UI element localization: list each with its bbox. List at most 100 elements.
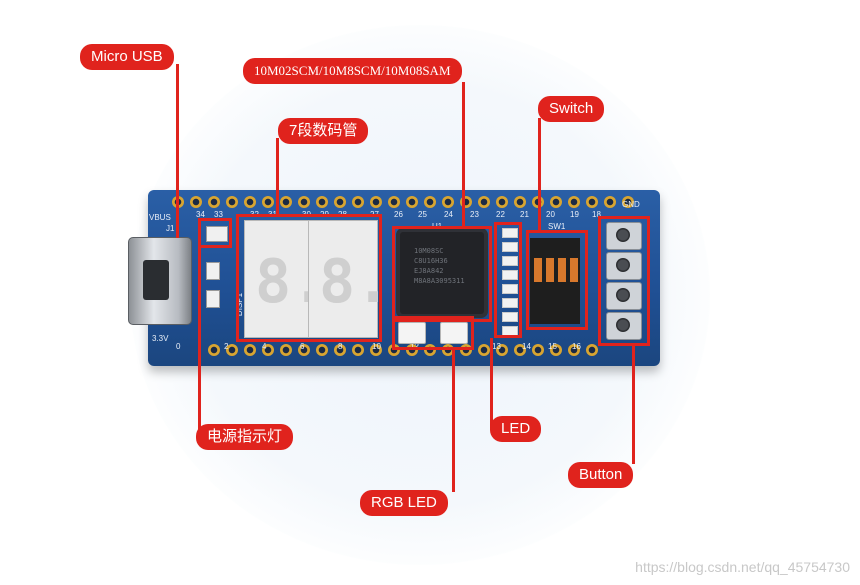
dip-lever	[534, 258, 542, 282]
rgb-led	[398, 322, 426, 344]
fpga-chip: 10M08SC C8U16H36 EJ8A842 M8A8A3095311	[400, 232, 484, 314]
pin	[550, 196, 562, 208]
pin-number: 10	[372, 342, 381, 351]
leader-line-button	[632, 346, 635, 464]
leader-line-led	[490, 338, 493, 430]
highlight-box-switch	[526, 230, 588, 330]
pin	[568, 196, 580, 208]
pin	[586, 344, 598, 356]
dip-lever	[570, 258, 578, 282]
led	[502, 228, 518, 238]
pin-number: 24	[444, 210, 453, 219]
pin	[190, 196, 202, 208]
pin	[370, 196, 382, 208]
rgb-led	[440, 322, 468, 344]
pin	[208, 196, 220, 208]
pin-number: 21	[520, 210, 529, 219]
leader-line-usb	[176, 64, 179, 238]
pin	[316, 196, 328, 208]
pin	[388, 196, 400, 208]
chip-line: EJ8A842	[414, 267, 444, 275]
pin	[532, 344, 544, 356]
pin	[370, 344, 382, 356]
pin-number: 23	[470, 210, 479, 219]
silk-sw1: SW1	[548, 222, 566, 231]
pin-number: 0	[176, 342, 181, 351]
pin-number: 6	[300, 342, 305, 351]
pin-number: 25	[418, 210, 427, 219]
led	[502, 256, 518, 266]
pin-number: 18	[592, 210, 601, 219]
label-button: Button	[568, 462, 634, 488]
usb-port-slot	[143, 260, 169, 300]
pin-number: 14	[522, 342, 531, 351]
pin-number: 2	[224, 342, 229, 351]
leader-line-fpga	[462, 82, 465, 228]
highlight-box-fpga	[392, 226, 492, 322]
pin-number: 15	[548, 342, 557, 351]
dip-lever	[546, 258, 554, 282]
highlight-box-power-led	[198, 218, 232, 248]
power-led	[206, 226, 228, 242]
push-button	[606, 222, 642, 250]
pin	[244, 196, 256, 208]
chip-markings: 10M08SC C8U16H36 EJ8A842 M8A8A3095311	[414, 246, 465, 286]
watermark: https://blog.csdn.net/qq_45754730	[635, 559, 850, 575]
leader-line-seven-segment	[276, 138, 279, 216]
pin	[550, 344, 562, 356]
pin	[478, 196, 490, 208]
chip-line: 10M08SC	[414, 247, 444, 255]
leader-line-power-led	[198, 246, 201, 434]
led	[502, 284, 518, 294]
leader-line-switch	[538, 118, 541, 232]
pin-number: 20	[546, 210, 555, 219]
pin	[208, 344, 220, 356]
pin-number: 8	[338, 342, 343, 351]
pin	[496, 344, 508, 356]
leader-line-rgb-led	[452, 350, 455, 492]
push-button	[606, 282, 642, 310]
silk-vbus: VBUS	[149, 213, 171, 222]
pin-number: 34	[196, 210, 205, 219]
push-button	[606, 312, 642, 340]
led	[502, 312, 518, 322]
silk-j1: J1	[166, 224, 175, 233]
led	[502, 298, 518, 308]
pin	[316, 344, 328, 356]
pin	[280, 196, 292, 208]
pin	[496, 196, 508, 208]
pin	[244, 344, 256, 356]
pin	[514, 196, 526, 208]
highlight-box-button	[598, 216, 650, 346]
power-led-chip	[206, 290, 220, 308]
pin	[334, 344, 346, 356]
dip-switch	[530, 238, 580, 324]
chip-line: C8U16H36	[414, 257, 448, 265]
highlight-box-seven-segment	[236, 214, 382, 342]
pin	[406, 196, 418, 208]
led	[502, 242, 518, 252]
seven-segment-digit: 8.	[244, 220, 327, 338]
pin-number: 26	[394, 210, 403, 219]
pin-number: 16	[572, 342, 581, 351]
highlight-box-led	[494, 222, 522, 338]
pin	[298, 196, 310, 208]
pin	[568, 344, 580, 356]
label-power-led: 电源指示灯	[196, 424, 294, 450]
label-fpga: 10M02SCM/10M8SCM/10M08SAM	[243, 58, 462, 84]
pin	[280, 344, 292, 356]
pin	[298, 344, 310, 356]
pin	[586, 196, 598, 208]
power-led-chip	[206, 262, 220, 280]
pin	[478, 344, 490, 356]
pin	[622, 196, 634, 208]
micro-usb-connector	[128, 237, 192, 325]
pin-number: 4	[262, 342, 267, 351]
label-micro-usb: Micro USB	[80, 44, 174, 70]
pin	[262, 344, 274, 356]
pin	[604, 196, 616, 208]
pin	[514, 344, 526, 356]
dip-lever	[558, 258, 566, 282]
chip-line: M8A8A3095311	[414, 277, 465, 285]
label-rgb-led: RGB LED	[360, 490, 448, 516]
